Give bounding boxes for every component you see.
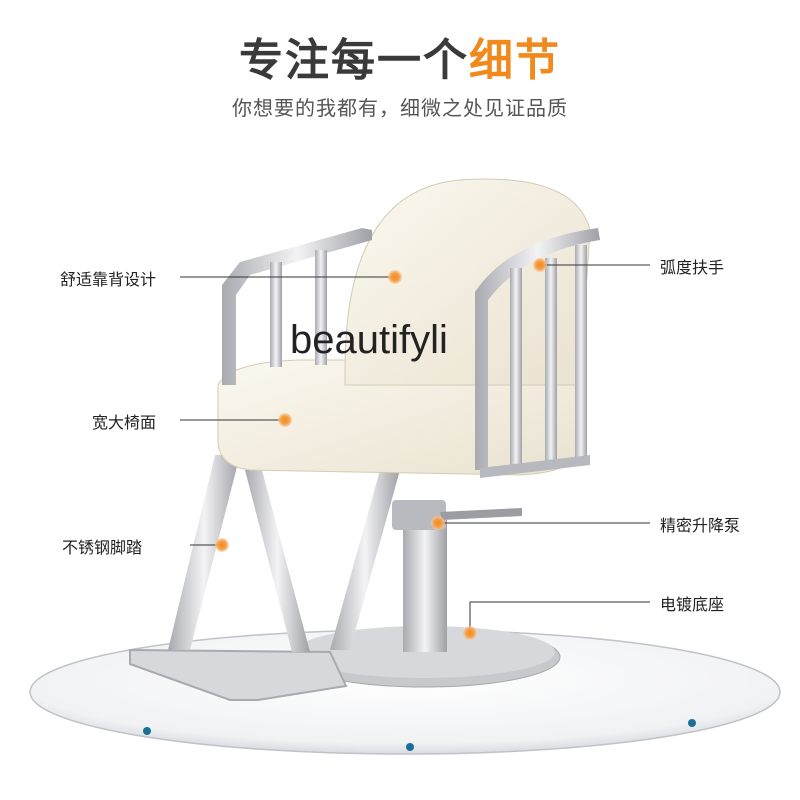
callout-dot-seat <box>278 413 292 427</box>
callout-dot-pump <box>431 516 445 530</box>
title-highlight: 细节 <box>469 35 561 86</box>
pump-pedal <box>440 508 522 520</box>
floor-marker <box>143 727 151 735</box>
label-footrest: 不锈钢脚踏 <box>62 538 143 557</box>
label-backrest: 舒适靠背设计 <box>60 270 157 289</box>
armrest-frame <box>222 228 372 385</box>
callout-dot-armrest <box>533 258 547 272</box>
callout-dot-backrest <box>388 270 402 284</box>
callout-dot-base <box>463 626 477 640</box>
callout-line-base <box>469 601 650 633</box>
title-main: 专注每一个 <box>239 35 469 86</box>
footrest-frame <box>129 648 348 701</box>
page-subtitle: 你想要的我都有，细微之处见证品质 <box>232 96 568 120</box>
backrest-cushion <box>344 178 591 386</box>
floor-marker <box>688 719 696 727</box>
callout-dot-footrest <box>215 538 229 552</box>
label-pump: 精密升降泵 <box>660 516 741 535</box>
label-seat: 宽大椅面 <box>92 413 157 432</box>
page-title: 专注每一个细节 <box>0 24 800 88</box>
pump-column <box>403 520 447 652</box>
label-armrest: 弧度扶手 <box>660 258 725 277</box>
label-base: 电镀底座 <box>660 595 725 614</box>
floor-marker <box>406 743 414 751</box>
watermark: beautifyli <box>290 318 448 362</box>
